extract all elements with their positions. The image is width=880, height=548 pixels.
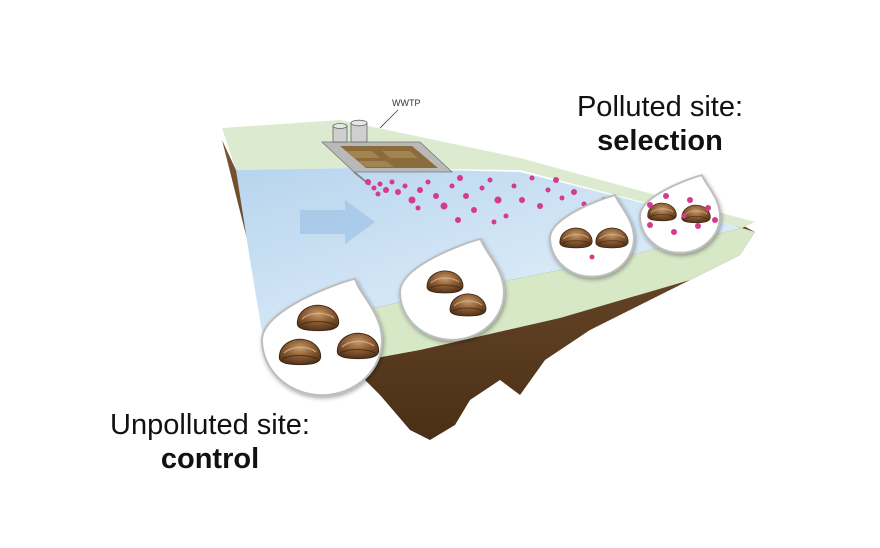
pollutant-dot bbox=[503, 213, 509, 219]
pollutant-dot bbox=[589, 254, 595, 260]
wwtp-tanks-icon bbox=[332, 119, 368, 143]
flow-arrow-icon bbox=[300, 200, 375, 244]
pollutant-dot bbox=[471, 207, 477, 213]
pollutant-dot bbox=[457, 175, 463, 181]
pollutant-dot bbox=[402, 183, 408, 189]
pollutant-dot bbox=[529, 175, 535, 181]
unpolluted-site-title: Unpolluted site: bbox=[110, 409, 310, 441]
pollutant-dot bbox=[487, 177, 493, 183]
pollutant-dot bbox=[377, 181, 383, 187]
pollutant-dot bbox=[449, 183, 455, 189]
wwtp-label: WWTP bbox=[392, 98, 421, 108]
near-bank bbox=[262, 228, 755, 372]
pollutant-dot bbox=[395, 189, 401, 195]
pollutant-dot bbox=[647, 222, 653, 228]
bubble-shape bbox=[638, 174, 722, 254]
pollutant-dot bbox=[705, 205, 711, 211]
pollutant-dot bbox=[647, 202, 653, 208]
clam-bubbles bbox=[260, 174, 722, 397]
pollutant-dot bbox=[389, 179, 395, 185]
pollutant-dot bbox=[455, 217, 461, 223]
pollutant-dot bbox=[415, 205, 421, 211]
pollutant-dot bbox=[571, 189, 577, 195]
pollutant-dot bbox=[545, 187, 551, 193]
pollution-dots bbox=[365, 175, 607, 225]
pollutant-dot bbox=[712, 217, 718, 223]
pollutant-dot bbox=[553, 177, 559, 183]
bubble-shape bbox=[260, 277, 384, 397]
unpolluted-site-label: Unpolluted site: control bbox=[80, 408, 340, 476]
polluted-site-subtitle: selection bbox=[597, 125, 723, 158]
pollutant-dot bbox=[417, 187, 423, 193]
pollutant-dot bbox=[671, 229, 677, 235]
clam-bubble-1 bbox=[260, 277, 384, 397]
clam-bubble-3 bbox=[548, 193, 636, 278]
polluted-site-label: Polluted site: selection bbox=[545, 90, 775, 158]
unpolluted-site-subtitle: control bbox=[160, 443, 260, 476]
pollutant-dot bbox=[559, 195, 565, 201]
pollutant-dot bbox=[433, 193, 439, 199]
pollutant-dot bbox=[519, 197, 525, 203]
pollutant-dot bbox=[663, 193, 669, 199]
pollutant-dot bbox=[537, 203, 543, 209]
pollutant-dot bbox=[695, 223, 701, 229]
pollutant-dot bbox=[408, 196, 416, 204]
pollutant-dot bbox=[463, 193, 469, 199]
pollutant-dot bbox=[681, 213, 687, 219]
pollutant-dot bbox=[511, 183, 517, 189]
pollutant-dot bbox=[371, 185, 377, 191]
pollutant-dot bbox=[687, 197, 693, 203]
pollutant-dot bbox=[375, 191, 381, 197]
clam-bubble-2 bbox=[398, 237, 506, 341]
wwtp-facility: WWTP bbox=[320, 98, 454, 186]
pollutant-dot bbox=[491, 219, 497, 225]
pollutant-dot bbox=[440, 202, 448, 210]
pollutant-dot bbox=[425, 179, 431, 185]
pollutant-dot bbox=[479, 185, 485, 191]
pollutant-dot bbox=[494, 196, 502, 204]
pollutant-dot bbox=[383, 187, 389, 193]
bubble-shape bbox=[548, 193, 636, 278]
clam-bubble-4 bbox=[638, 174, 722, 254]
polluted-site-title: Polluted site: bbox=[576, 91, 744, 123]
pollutant-dot bbox=[365, 179, 371, 185]
